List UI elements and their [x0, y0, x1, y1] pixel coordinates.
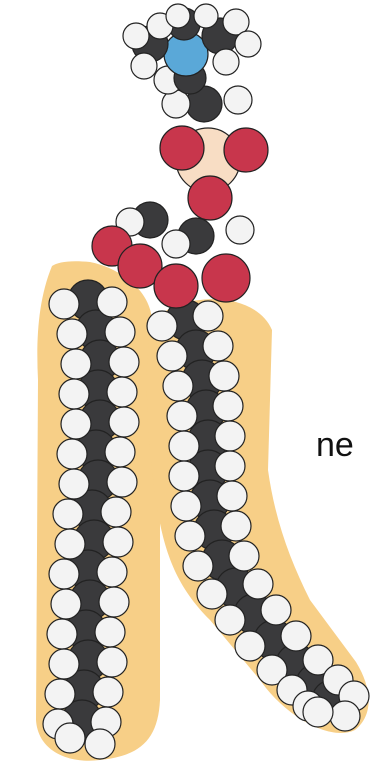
hydrogen-atom — [215, 451, 245, 481]
hydrogen-atom — [107, 467, 137, 497]
hydrogen-atom — [235, 631, 265, 661]
hydrogen-atom — [229, 541, 259, 571]
hydrogen-atom — [213, 391, 243, 421]
hydrogen-atom — [163, 371, 193, 401]
hydrogen-atom — [197, 579, 227, 609]
hydrogen-atom — [169, 431, 199, 461]
oxygen-atom — [154, 264, 198, 308]
oxygen-atom — [160, 126, 204, 170]
hydrogen-atom — [49, 289, 79, 319]
hydrogen-atom — [183, 551, 213, 581]
hydrogen-atom — [93, 677, 123, 707]
hydrogen-atom — [101, 497, 131, 527]
hydrogen-atom — [224, 86, 252, 114]
hydrogen-atom — [157, 341, 187, 371]
hydrogen-atom — [209, 361, 239, 391]
hydrogen-atom — [61, 409, 91, 439]
hydrogen-atom — [193, 301, 223, 331]
hydrogen-atom — [97, 557, 127, 587]
hydrogen-atom — [166, 4, 190, 28]
hydrogen-atom — [217, 481, 247, 511]
hydrogen-atom — [147, 311, 177, 341]
hydrogen-atom — [59, 379, 89, 409]
hydrogen-atom — [221, 511, 251, 541]
hydrogen-atom — [57, 439, 87, 469]
hydrogen-atom — [175, 521, 205, 551]
hydrogen-atom — [95, 617, 125, 647]
hydrogen-atom — [215, 605, 245, 635]
hydrogen-atom — [131, 53, 157, 79]
hydrogen-atom — [107, 377, 137, 407]
hydrogen-atom — [97, 287, 127, 317]
hydrogen-atom — [109, 407, 139, 437]
hydrogen-atom — [85, 729, 115, 759]
hydrogen-atom — [59, 469, 89, 499]
hydrogen-atom — [213, 49, 239, 75]
hydrogen-atom — [123, 23, 149, 49]
oxygen-atom — [224, 128, 268, 172]
hydrogen-atom — [51, 589, 81, 619]
hydrogen-atom — [61, 349, 91, 379]
hydrogen-atom — [49, 559, 79, 589]
hydrogen-atom — [235, 31, 261, 57]
hydrogen-atom — [99, 587, 129, 617]
hydrogen-atom — [243, 569, 273, 599]
hydrogen-atom — [55, 723, 85, 753]
hydrogen-atom — [49, 649, 79, 679]
hydrogen-atom — [105, 437, 135, 467]
hydrogen-atom — [55, 529, 85, 559]
hydrogen-atom — [103, 527, 133, 557]
hydrogen-atom — [57, 319, 87, 349]
oxygen-atom — [188, 176, 232, 220]
hydrogen-atom — [261, 595, 291, 625]
cut-off-label: ne — [316, 426, 354, 465]
hydrogen-atom — [97, 647, 127, 677]
hydrogen-atom — [53, 499, 83, 529]
hydrogen-atom — [47, 619, 77, 649]
hydrogen-atom — [281, 621, 311, 651]
hydrogen-atom — [226, 216, 254, 244]
hydrogen-atom — [169, 461, 199, 491]
hydrogen-atom — [45, 679, 75, 709]
oxygen-atom — [202, 254, 250, 302]
hydrogen-atom — [330, 701, 360, 731]
hydrogen-atom — [167, 401, 197, 431]
hydrogen-atom — [203, 331, 233, 361]
hydrogen-atom — [109, 347, 139, 377]
hydrogen-atom — [194, 4, 218, 28]
hydrogen-atom — [215, 421, 245, 451]
hydrogen-atom — [162, 230, 190, 258]
hydrogen-atom — [303, 697, 333, 727]
molecule-atoms — [43, 4, 369, 759]
hydrogen-atom — [171, 491, 201, 521]
hydrogen-atom — [105, 317, 135, 347]
